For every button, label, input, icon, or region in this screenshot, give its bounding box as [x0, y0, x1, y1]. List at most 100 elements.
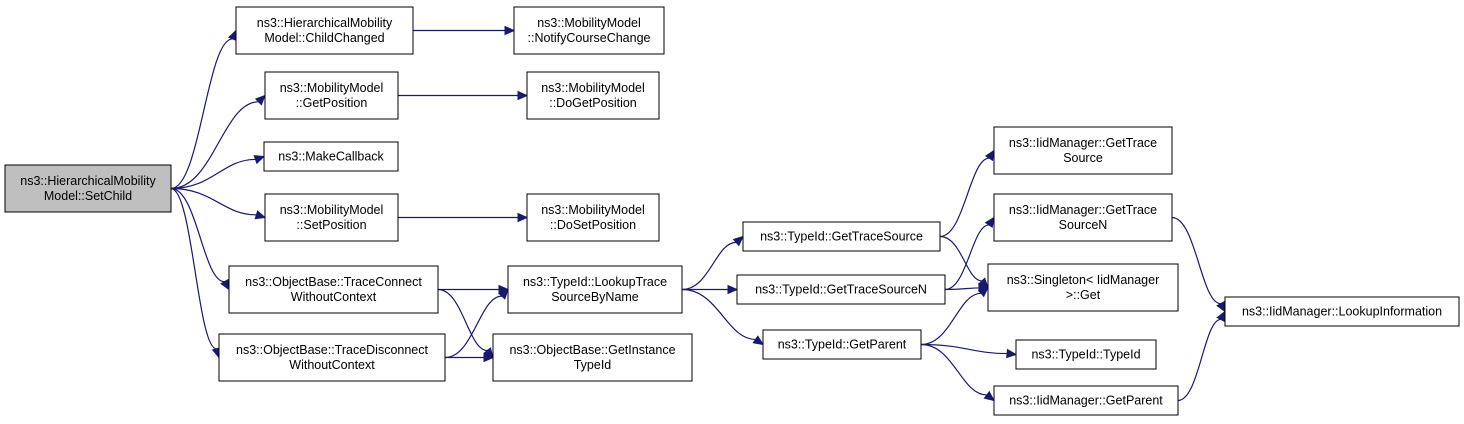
arrowhead [984, 149, 995, 162]
node-doGetPosition[interactable]: ns3::MobilityModel::DoGetPosition [526, 71, 660, 120]
node-singletonGet[interactable]: ns3::Singleton< IidManager>::Get [987, 263, 1179, 312]
node-label-line: Model::SetChild [44, 189, 132, 203]
node-box [526, 193, 660, 242]
node-label-line: SourceByName [551, 290, 639, 304]
node-lookupInformation[interactable]: ns3::IidManager::LookupInformation [1224, 296, 1460, 327]
arrowhead [498, 288, 509, 300]
node-label-line: WithoutContext [289, 358, 375, 372]
nodes-layer: ns3::HierarchicalMobilityModel::SetChild… [4, 6, 1460, 416]
edge-iidGetTraceSourceN-to-lookupInformation [1171, 216, 1221, 305]
arrowhead [1006, 348, 1018, 359]
arrowhead [977, 286, 989, 298]
edge-getParent-to-singletonGet [920, 292, 982, 346]
node-box [228, 265, 439, 314]
node-iidGetTraceSource[interactable]: ns3::IidManager::GetTraceSource [993, 126, 1173, 175]
node-label-line: ns3::ObjectBase::GetInstance [509, 343, 675, 357]
node-box [4, 164, 172, 213]
node-box [742, 221, 941, 252]
edge-getParent-to-iidGetParent [920, 343, 987, 396]
node-box [264, 71, 399, 120]
node-box [507, 265, 683, 314]
node-box [987, 263, 1179, 312]
edge-lookupTrace-to-getTraceSource [681, 241, 737, 291]
node-setPosition[interactable]: ns3::MobilityModel::SetPosition [264, 193, 399, 242]
arrowhead [517, 212, 529, 223]
arrowhead [984, 216, 995, 229]
node-getParent[interactable]: ns3::TypeId::GetParent [762, 329, 922, 360]
edge-getParent-to-typeIdCtor [920, 343, 1008, 355]
node-box [993, 193, 1173, 242]
node-label-line: ::DoSetPosition [550, 218, 636, 232]
node-label-line: ns3::MobilityModel [541, 203, 645, 217]
node-label-line: ns3::MobilityModel [280, 81, 384, 95]
node-label-line: ns3::MobilityModel [280, 203, 384, 217]
node-makeCallback[interactable]: ns3::MakeCallback [263, 141, 399, 172]
node-traceDisconnect[interactable]: ns3::ObjectBase::TraceDisconnectWithoutC… [218, 333, 446, 382]
node-box [218, 333, 446, 382]
node-label-line: >::Get [1066, 288, 1101, 302]
node-box [736, 274, 946, 305]
node-typeIdCtor[interactable]: ns3::TypeId::TypeId [1015, 339, 1157, 370]
node-label-line: ::NotifyCourseChange [528, 31, 651, 45]
node-box [1015, 339, 1157, 370]
node-label-line: ns3::MobilityModel [537, 16, 641, 30]
arrowhead [504, 25, 516, 36]
node-label-line: Source [1063, 151, 1103, 165]
edge-traceDisconnect-to-lookupTrace [444, 295, 502, 359]
node-box [513, 6, 665, 55]
node-label-line: ::SetPosition [296, 218, 366, 232]
arrowhead [254, 94, 266, 106]
node-childChanged[interactable]: ns3::HierarchicalMobilityModel::ChildCha… [235, 6, 414, 55]
node-label-line: ns3::TypeId::GetParent [778, 338, 907, 352]
edge-root-to-setPosition [170, 187, 257, 216]
node-box [526, 71, 660, 120]
arrowhead [220, 278, 230, 291]
edge-getTraceSource-to-iidGetTraceSource [939, 157, 990, 238]
node-box [993, 126, 1173, 175]
edge-root-to-traceConnect [170, 187, 225, 283]
node-label-line: ::DoGetPosition [549, 96, 637, 110]
node-label-line: ns3::HierarchicalMobility [257, 16, 393, 30]
node-label-line: ns3::IidManager::GetTrace [1009, 136, 1157, 150]
arrowhead [254, 210, 267, 220]
arrowhead [517, 90, 529, 101]
node-label-line: ns3::HierarchicalMobility [20, 174, 156, 188]
node-getTraceSourceN[interactable]: ns3::TypeId::GetTraceSourceN [736, 274, 946, 305]
node-box [235, 6, 414, 55]
node-box [492, 333, 693, 382]
edge-root-to-childChanged [170, 38, 233, 190]
edge-getTraceSourceN-to-iidGetTraceSourceN [944, 224, 990, 291]
node-iidGetTraceSourceN[interactable]: ns3::IidManager::GetTraceSourceN [993, 193, 1173, 242]
node-label-line: ns3::Singleton< IidManager [1007, 273, 1160, 287]
node-label-line: ns3::TypeId::TypeId [1031, 348, 1140, 362]
arrowhead [732, 235, 744, 247]
node-box [993, 385, 1179, 416]
node-label-line: ns3::ObjectBase::TraceDisconnect [236, 343, 429, 357]
node-label-line: ns3::TypeId::GetTraceSourceN [755, 283, 927, 297]
node-box [263, 141, 399, 172]
arrowhead [983, 390, 995, 402]
node-getPosition[interactable]: ns3::MobilityModel::GetPosition [264, 71, 399, 120]
node-doSetPosition[interactable]: ns3::MobilityModel::DoSetPosition [526, 193, 660, 242]
node-label-line: ns3::MobilityModel [541, 81, 645, 95]
node-label-line: ns3::IidManager::LookupInformation [1242, 305, 1442, 319]
node-box [264, 193, 399, 242]
arrowhead [752, 335, 765, 346]
edge-traceConnect-to-getInstanceTypeId [437, 288, 488, 352]
edge-root-to-getPosition [170, 101, 259, 190]
edge-root-to-traceDisconnect [170, 187, 217, 350]
node-notifyCourse[interactable]: ns3::MobilityModel::NotifyCourseChange [513, 6, 665, 55]
node-label-line: TypeId [574, 358, 612, 372]
edge-getTraceSourceN-to-singletonGet [944, 287, 980, 291]
node-label-line: ns3::IidManager::GetParent [1009, 394, 1163, 408]
arrowhead [727, 284, 739, 295]
node-label-line: SourceN [1059, 218, 1108, 232]
node-traceConnect[interactable]: ns3::ObjectBase::TraceConnectWithoutCont… [228, 265, 439, 314]
node-getTraceSource[interactable]: ns3::TypeId::GetTraceSource [742, 221, 941, 252]
node-iidGetParent[interactable]: ns3::IidManager::GetParent [993, 385, 1179, 416]
arrowhead [253, 155, 266, 165]
